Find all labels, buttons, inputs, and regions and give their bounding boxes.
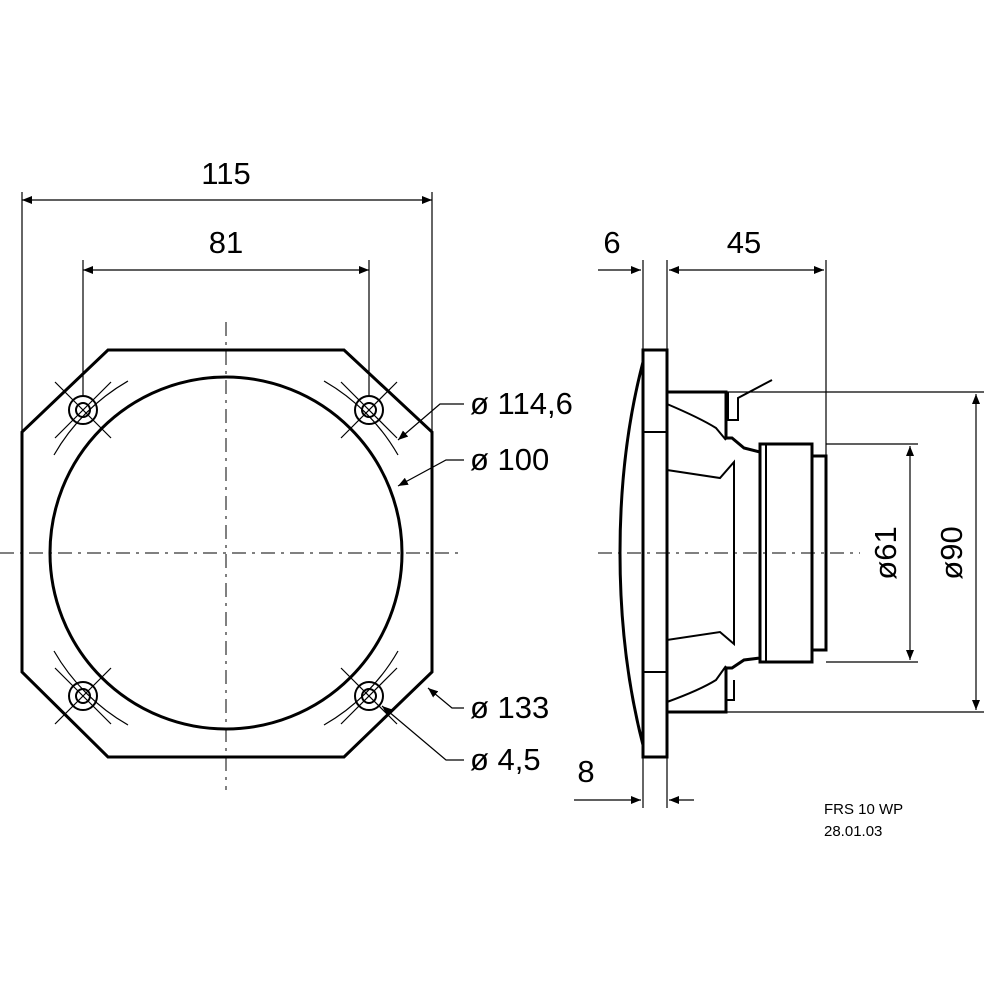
mounting-hole-bl	[54, 667, 112, 725]
label-8: 8	[577, 754, 594, 789]
terminal-tab-bottom	[725, 672, 735, 701]
label-61: ø61	[868, 526, 903, 579]
label-6: 6	[603, 225, 620, 260]
label-4-5: ø 4,5	[470, 742, 541, 777]
mounting-hole-tl	[54, 381, 112, 439]
basket-outline	[667, 390, 762, 714]
label-90: ø90	[934, 526, 969, 579]
leader-133	[427, 687, 464, 709]
model-name: FRS 10 WP	[824, 801, 903, 818]
front-frame-outline	[20, 348, 434, 759]
label-114-6: ø 114,6	[470, 386, 573, 421]
label-133: ø 133	[470, 690, 549, 725]
front-view: 115 81 ø 114,6 ø 100 ø 133 ø 4,5	[0, 156, 573, 790]
mounting-hole-br	[340, 667, 398, 725]
drawing-date: 28.01.03	[824, 823, 882, 840]
leader-4-5	[381, 705, 464, 761]
dimension-label-115: 115	[201, 156, 250, 191]
leader-114-6	[397, 403, 464, 441]
title-block: FRS 10 WP 28.01.03	[824, 801, 903, 840]
terminal-tab-top	[727, 379, 773, 421]
dimension-label-81: 81	[209, 225, 243, 260]
label-100: ø 100	[470, 442, 549, 477]
leader-100	[397, 459, 464, 487]
label-45: 45	[727, 225, 761, 260]
side-view: ø61 ø90 6 45 8	[574, 225, 984, 808]
